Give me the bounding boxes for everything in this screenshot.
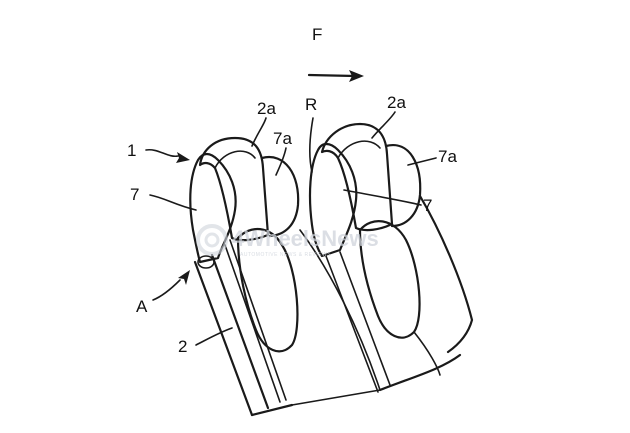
left-sweep-1 — [229, 239, 287, 401]
right-seat — [308, 122, 474, 393]
left-seat — [189, 136, 381, 417]
right-backrest-7 — [308, 142, 358, 258]
right-base — [378, 353, 462, 392]
label-7a-right: 7a — [438, 147, 457, 166]
label-2a-right: 2a — [387, 93, 406, 112]
watermark-brand: 4WheelsNews — [232, 226, 379, 251]
label-7a-left: 7a — [273, 129, 292, 148]
label-7-right: 7 — [423, 196, 432, 215]
right-headrest-inner — [337, 140, 381, 159]
left-rail-inner-1 — [210, 253, 270, 410]
left-sweep-3 — [291, 389, 381, 406]
label-a: A — [136, 297, 148, 316]
label-part-1: 1 — [127, 141, 136, 160]
left-rail-outline — [193, 260, 254, 417]
left-pivot-hole — [197, 255, 215, 269]
label-2a-left: 2a — [257, 99, 276, 118]
left-side-panel — [236, 228, 299, 353]
watermark: 4WheelsNews AUTOMOTIVE NEWS & REVIEWS — [196, 224, 379, 258]
label-7-left: 7 — [130, 185, 139, 204]
right-sweep-1 — [339, 251, 391, 386]
left-wing-7a — [260, 155, 300, 238]
label-part-2: 2 — [178, 337, 187, 356]
right-sweep-2 — [325, 255, 379, 393]
left-headrest-2a — [198, 136, 270, 242]
label-r: R — [305, 95, 317, 114]
labels: F 1 2a 7a R 2a 7a 7 7 A 2 — [127, 25, 457, 356]
label-direction-f: F — [312, 25, 322, 44]
right-inner-curve — [413, 331, 441, 376]
right-headrest-2a — [320, 122, 394, 232]
left-headrest-inner — [214, 150, 256, 169]
left-rail-bottom — [250, 403, 294, 417]
direction-arrow — [307, 70, 364, 82]
leader-lines — [145, 111, 437, 346]
watermark-tagline: AUTOMOTIVE NEWS & REVIEWS — [240, 252, 331, 258]
right-outer-shell — [418, 194, 474, 354]
watermark-logo-icon — [196, 224, 228, 256]
